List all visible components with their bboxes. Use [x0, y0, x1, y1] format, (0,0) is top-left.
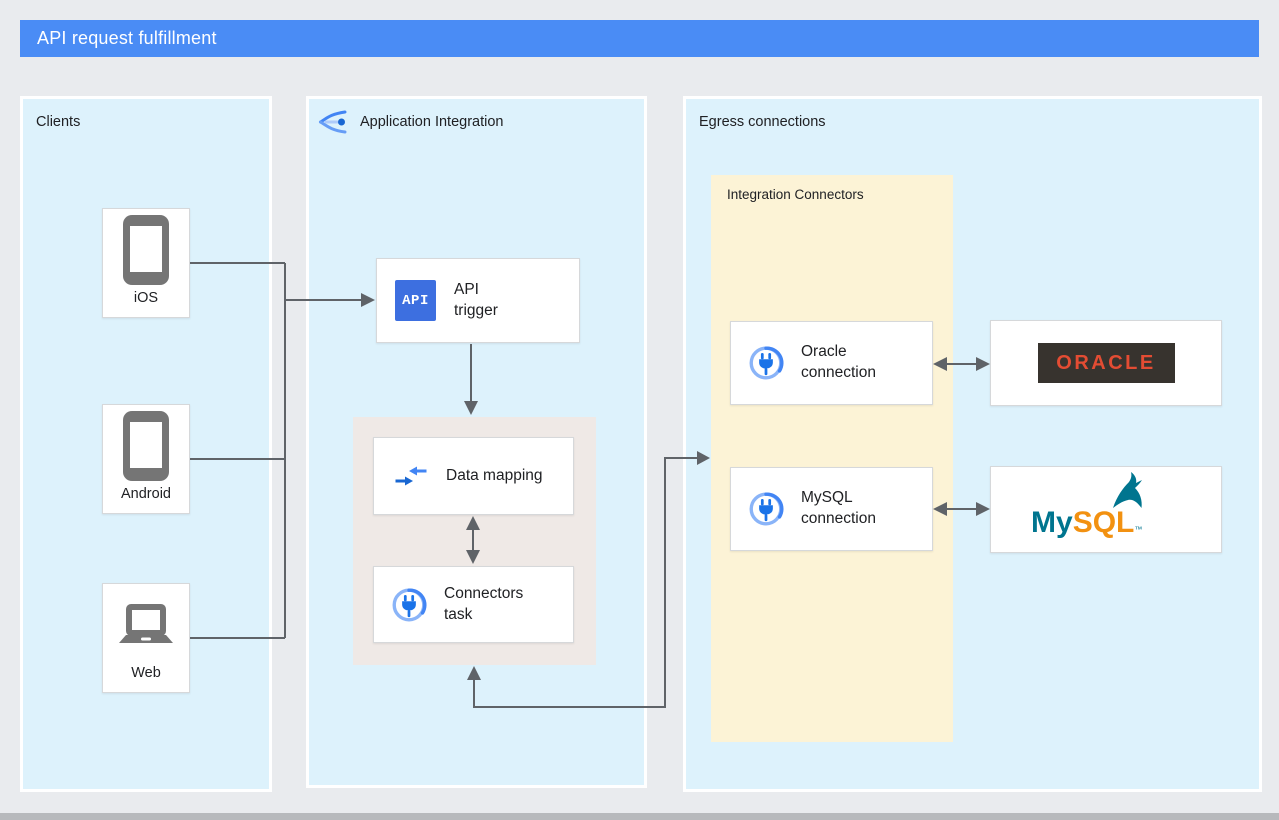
smartphone-icon — [123, 410, 169, 481]
mysql-dolphin-icon — [1113, 471, 1142, 508]
integration-connectors-label: Integration Connectors — [727, 187, 864, 202]
connector-plug-icon — [749, 346, 784, 380]
integration-connectors-group: Integration Connectors — [711, 175, 953, 742]
mysql-connection-label: MySQL connection — [801, 489, 876, 527]
diagram-title-bar: API request fulfillment — [20, 20, 1259, 57]
egress-connections-panel: Egress connections Integration Connector… — [683, 96, 1262, 792]
oracle-logo-card: ORACLE — [990, 320, 1222, 406]
client-label-ios: iOS — [133, 290, 159, 306]
mysql-trademark: ™ — [1134, 524, 1143, 534]
mysql-logo-card: MySQL™ — [990, 466, 1222, 553]
clients-panel-label: Clients — [36, 114, 81, 130]
api-trigger-node: API API trigger — [376, 258, 580, 343]
bottom-edge-strip — [0, 813, 1279, 820]
smartphone-icon — [123, 214, 169, 285]
client-card-android: Android — [102, 404, 190, 514]
client-card-ios: iOS — [102, 208, 190, 318]
oracle-logo: ORACLE — [1037, 343, 1175, 383]
data-mapping-icon — [395, 466, 427, 486]
egress-panel-label: Egress connections — [699, 114, 826, 130]
client-label-web: Web — [131, 665, 161, 681]
api-trigger-icon: API — [395, 280, 436, 321]
connector-plug-icon — [392, 588, 427, 621]
data-mapping-label: Data mapping — [446, 466, 543, 484]
application-integration-icon — [319, 110, 347, 134]
oracle-connection-node: Oracle connection — [730, 321, 933, 405]
connectors-task-label: Connectors task — [444, 584, 524, 623]
client-label-android: Android — [121, 486, 171, 502]
api-trigger-label: API trigger — [454, 280, 498, 319]
data-mapping-node: Data mapping — [373, 437, 574, 515]
application-integration-panel: Application Integration API API trigger … — [306, 96, 647, 788]
clients-panel: Clients iOS Android Web — [20, 96, 272, 792]
connectors-task-node: Connectors task — [373, 566, 574, 643]
application-integration-header: Application Integration — [317, 106, 504, 138]
mysql-wordmark-sql: SQL — [1072, 505, 1135, 539]
mysql-wordmark-my: My — [1031, 505, 1073, 539]
diagram-title: API request fulfillment — [37, 28, 217, 48]
connector-plug-icon — [749, 492, 784, 526]
mysql-connection-node: MySQL connection — [730, 467, 933, 551]
application-integration-label: Application Integration — [360, 114, 504, 130]
laptop-icon — [119, 603, 173, 643]
client-card-web: Web — [102, 583, 190, 693]
oracle-connection-label: Oracle connection — [801, 343, 876, 381]
mysql-logo: MySQL™ — [1031, 471, 1181, 542]
